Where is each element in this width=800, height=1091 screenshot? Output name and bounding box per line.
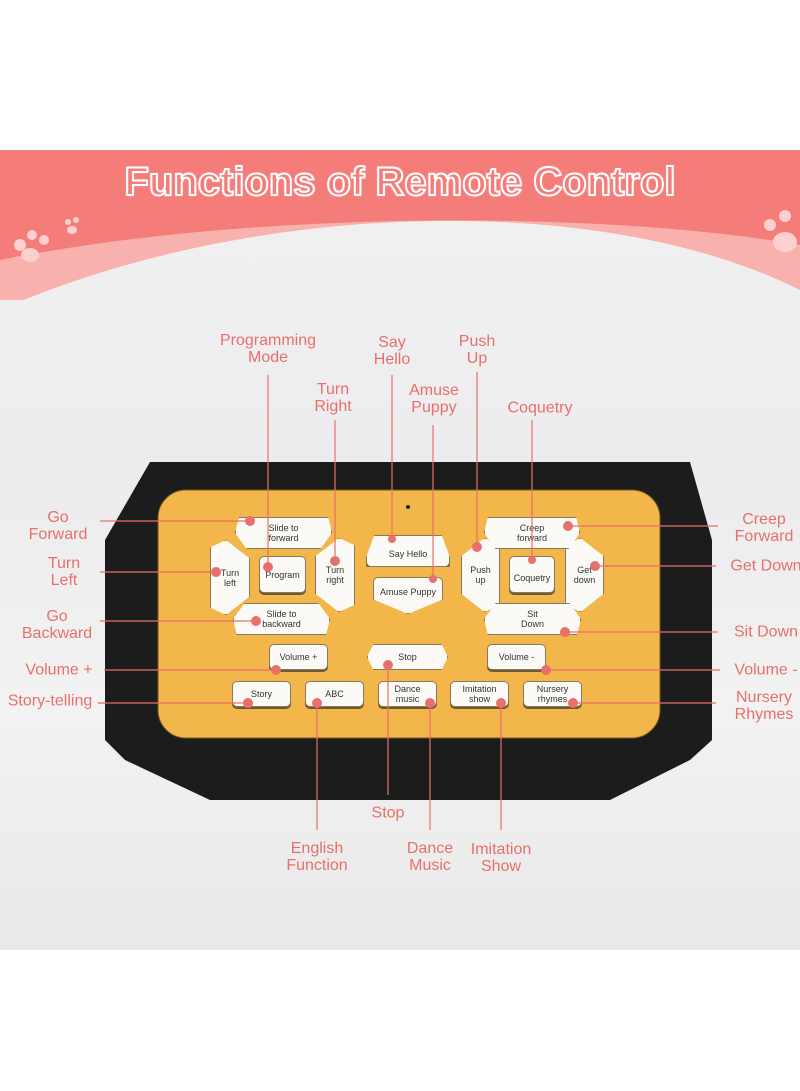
callout-line (263, 375, 273, 572)
callout-line (104, 665, 281, 675)
label-go-backward: Go Backward (21, 608, 93, 642)
callout-line (312, 698, 322, 830)
label-english-function: English Function (286, 840, 348, 874)
callout-line (563, 521, 718, 531)
callout-line (568, 698, 716, 708)
label-sit-down: Sit Down (733, 623, 799, 641)
label-push-up: Push Up (458, 333, 496, 367)
label-go-forward: Go Forward (28, 509, 88, 543)
callout-line (528, 420, 536, 564)
label-story-telling: Story-telling (7, 692, 93, 710)
label-say-hello: Say Hello (373, 334, 411, 368)
volume-minus-button[interactable]: Volume - (487, 644, 546, 670)
paw-icon (14, 210, 797, 262)
remote-panel (157, 489, 661, 739)
callout-line (560, 627, 718, 637)
callout-line (429, 425, 437, 583)
volume-plus-button[interactable]: Volume + (269, 644, 328, 670)
label-creep-forward: Creep Forward (734, 511, 794, 545)
label-turn-right: Turn Right (314, 381, 352, 415)
title-banner (0, 150, 800, 300)
slide-backward-button[interactable]: Slide to backward (233, 603, 330, 635)
callout-line (100, 516, 255, 526)
callout-line (496, 698, 506, 830)
label-stop: Stop (371, 804, 405, 822)
label-volume-minus: Volume - (734, 661, 798, 679)
label-turn-left: Turn Left (47, 555, 81, 589)
label-get-down: Get Down (730, 557, 800, 575)
label-dance-music: Dance Music (406, 840, 454, 874)
stop-button[interactable]: Stop (367, 644, 448, 670)
label-amuse-puppy: Amuse Puppy (409, 382, 459, 416)
label-volume-plus: Volume + (25, 661, 93, 679)
sit-down-button[interactable]: Sit Down (484, 603, 581, 635)
callout-line (590, 561, 716, 571)
label-nursery-rhymes: Nursery Rhymes (734, 689, 794, 723)
callout-line (472, 372, 482, 552)
callout-line (425, 698, 435, 830)
callout-line (383, 660, 393, 795)
label-imitation-show: Imitation Show (470, 841, 532, 875)
page-title: Functions of Remote Control (123, 159, 676, 205)
callout-line (388, 375, 396, 543)
callout-line (330, 420, 340, 566)
callout-line (100, 567, 221, 577)
label-coquetry: Coquetry (507, 399, 573, 417)
label-programming-mode: Programming Mode (219, 332, 317, 366)
callout-line (100, 616, 261, 626)
callout-line (541, 665, 720, 675)
callout-line (98, 698, 253, 708)
